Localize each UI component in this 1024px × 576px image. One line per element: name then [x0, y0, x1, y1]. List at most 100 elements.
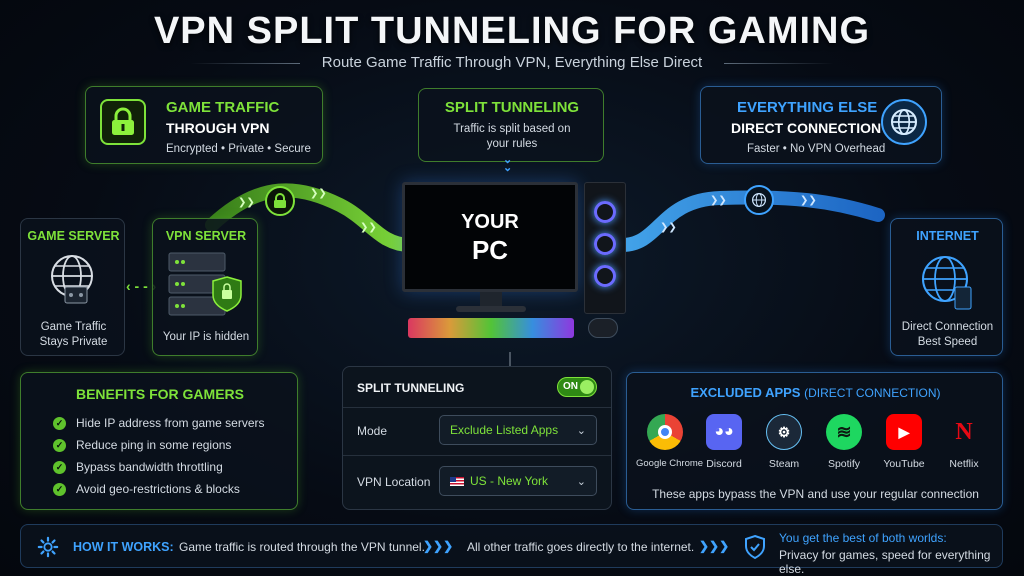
- chevron-down-icon: ⌄: [576, 476, 586, 488]
- how-it-works-label: HOW IT WORKS:: [73, 540, 174, 554]
- vpn-tunnel-path: [205, 183, 417, 252]
- how-step1: Game traffic is routed through the VPN t…: [179, 540, 425, 554]
- spotify-icon: ≋: [826, 414, 862, 450]
- split-tunneling-desc-line2: your rules: [486, 138, 538, 150]
- game-traffic-heading: GAME TRAFFIC: [166, 99, 280, 116]
- internet-desc-line2: Best Speed: [917, 336, 978, 348]
- check-icon: ✓: [53, 438, 66, 452]
- game-server-globe-icon: [51, 255, 93, 304]
- check-icon: ✓: [53, 416, 66, 430]
- excluded-apps-heading-row: EXCLUDED APPS (DIRECT CONNECTION): [627, 385, 1004, 400]
- divider: [343, 407, 611, 408]
- lock-icon: [274, 193, 286, 208]
- excluded-apps-panel: EXCLUDED APPS (DIRECT CONNECTION) These …: [626, 372, 1003, 510]
- excluded-apps-heading: EXCLUDED APPS: [690, 385, 801, 400]
- excluded-apps-footer: These apps bypass the VPN and use your r…: [652, 487, 979, 501]
- globe-icon: [890, 108, 918, 136]
- internet-heading: INTERNET: [916, 229, 979, 243]
- toggle-knob: [580, 380, 594, 394]
- game-server-desc-line2: Stays Private: [39, 336, 108, 348]
- monitor-stand: [480, 292, 502, 308]
- split-tunneling-toggle[interactable]: ON: [557, 377, 597, 397]
- tunnel-lock-badge: [265, 186, 295, 216]
- youtube-icon: ▶: [886, 414, 922, 450]
- internet-globe-icon: [922, 256, 972, 310]
- svg-text:❯❯: ❯❯: [800, 195, 817, 206]
- vpn-server-heading: VPN SERVER: [165, 229, 247, 243]
- vpn-server-panel: VPN SERVER Your IP is hidden: [152, 218, 258, 356]
- subtitle-divider-right: [724, 63, 834, 64]
- check-icon: ✓: [53, 460, 66, 474]
- pc-monitor: YOUR PC: [402, 182, 578, 292]
- everything-else-subheading: DIRECT CONNECTION: [731, 120, 882, 136]
- svg-text:❯❯: ❯❯: [238, 197, 255, 208]
- benefits-panel: BENEFITS FOR GAMERS ✓Hide IP address fro…: [20, 372, 298, 510]
- keyboard: [408, 318, 574, 338]
- internet-panel: INTERNET Direct Connection Best Speed: [890, 218, 1003, 356]
- app-netflix[interactable]: N Netflix: [935, 414, 993, 471]
- split-tunneling-settings-panel: SPLIT TUNNELING ON Mode Exclude Listed A…: [342, 366, 612, 510]
- server-rack-icon: [168, 252, 242, 316]
- benefit-item: ✓Reduce ping in some regions: [53, 438, 231, 452]
- monitor-base: [456, 306, 526, 312]
- app-youtube[interactable]: ▶ YouTube: [875, 414, 933, 470]
- page-title: VPN SPLIT TUNNELING FOR GAMING: [153, 10, 871, 52]
- app-chrome[interactable]: Google Chrome: [636, 414, 703, 469]
- app-discord[interactable]: ◕◕ Discord: [695, 414, 753, 470]
- triple-chevron-icon: ❯❯❯: [699, 539, 730, 553]
- page-subtitle: Route Game Traffic Through VPN, Everythi…: [321, 54, 703, 71]
- pc-label-line1: YOUR: [461, 211, 519, 233]
- vpn-location-value: US - New York: [470, 474, 549, 488]
- mode-value: Exclude Listed Apps: [450, 423, 559, 437]
- vpn-server-desc: Your IP is hidden: [162, 331, 250, 343]
- app-steam[interactable]: ⚙ Steam: [755, 414, 813, 470]
- mode-dropdown[interactable]: Exclude Listed Apps ⌄: [439, 415, 597, 445]
- game-traffic-tags: Encrypted • Private • Secure: [166, 143, 311, 155]
- game-traffic-panel: GAME TRAFFIC THROUGH VPN Encrypted • Pri…: [85, 86, 323, 164]
- triple-chevron-icon: ❯❯❯: [423, 539, 454, 553]
- pc-tower: [584, 182, 626, 314]
- vpn-location-dropdown[interactable]: US - New York ⌄: [439, 466, 597, 496]
- everything-else-globe-box: [881, 99, 927, 145]
- benefit-item: ✓Bypass bandwidth throttling: [53, 460, 223, 474]
- game-server-desc-line1: Game Traffic: [40, 321, 107, 333]
- benefit-item: ✓Avoid geo-restrictions & blocks: [53, 482, 240, 496]
- benefits-heading: BENEFITS FOR GAMERS: [75, 386, 244, 402]
- game-server-panel: GAME SERVER Game Traffic Stays Private: [20, 218, 125, 356]
- shield-check-icon: [745, 534, 765, 560]
- divider: [343, 455, 611, 456]
- steam-icon: ⚙: [766, 414, 802, 450]
- chevron-down-icon: ⌄: [576, 425, 586, 437]
- us-flag-icon: [450, 476, 464, 486]
- netflix-icon: N: [955, 418, 973, 445]
- best-line1: You get the best of both worlds:: [779, 531, 947, 545]
- direct-globe-badge: [744, 185, 774, 215]
- how-it-works-bar: HOW IT WORKS: Game traffic is routed thr…: [20, 524, 1003, 576]
- svg-text:❯❯: ❯❯: [710, 195, 727, 206]
- bidirectional-arrow-icon: ‹ - - ›: [126, 278, 157, 294]
- excluded-apps-note: (DIRECT CONNECTION): [804, 386, 941, 400]
- game-traffic-subheading: THROUGH VPN: [166, 120, 270, 136]
- check-icon: ✓: [53, 482, 66, 496]
- internet-desc-line1: Direct Connection: [901, 321, 994, 333]
- split-tunneling-desc-line1: Traffic is split based on: [453, 123, 571, 135]
- mouse: [588, 318, 618, 338]
- svg-text:❯❯: ❯❯: [310, 188, 327, 199]
- pc-label-line2: PC: [471, 235, 509, 265]
- gear-icon: [37, 536, 59, 558]
- app-spotify[interactable]: ≋ Spotify: [815, 414, 873, 470]
- benefit-item: ✓Hide IP address from game servers: [53, 416, 265, 430]
- everything-else-heading: EVERYTHING ELSE: [737, 99, 878, 116]
- everything-else-tags: Faster • No VPN Overhead: [747, 143, 886, 155]
- svg-text:❯❯: ❯❯: [360, 222, 377, 233]
- mode-label: Mode: [357, 424, 388, 438]
- game-server-heading: GAME SERVER: [27, 229, 120, 243]
- chrome-icon: [647, 414, 683, 450]
- split-tunneling-heading: SPLIT TUNNELING: [444, 99, 580, 116]
- toggle-label: ON: [563, 381, 578, 392]
- vpn-location-label: VPN Location: [357, 475, 431, 489]
- how-step2: All other traffic goes directly to the i…: [467, 540, 695, 554]
- direct-path: [615, 190, 885, 252]
- game-traffic-lock-box: [100, 99, 146, 145]
